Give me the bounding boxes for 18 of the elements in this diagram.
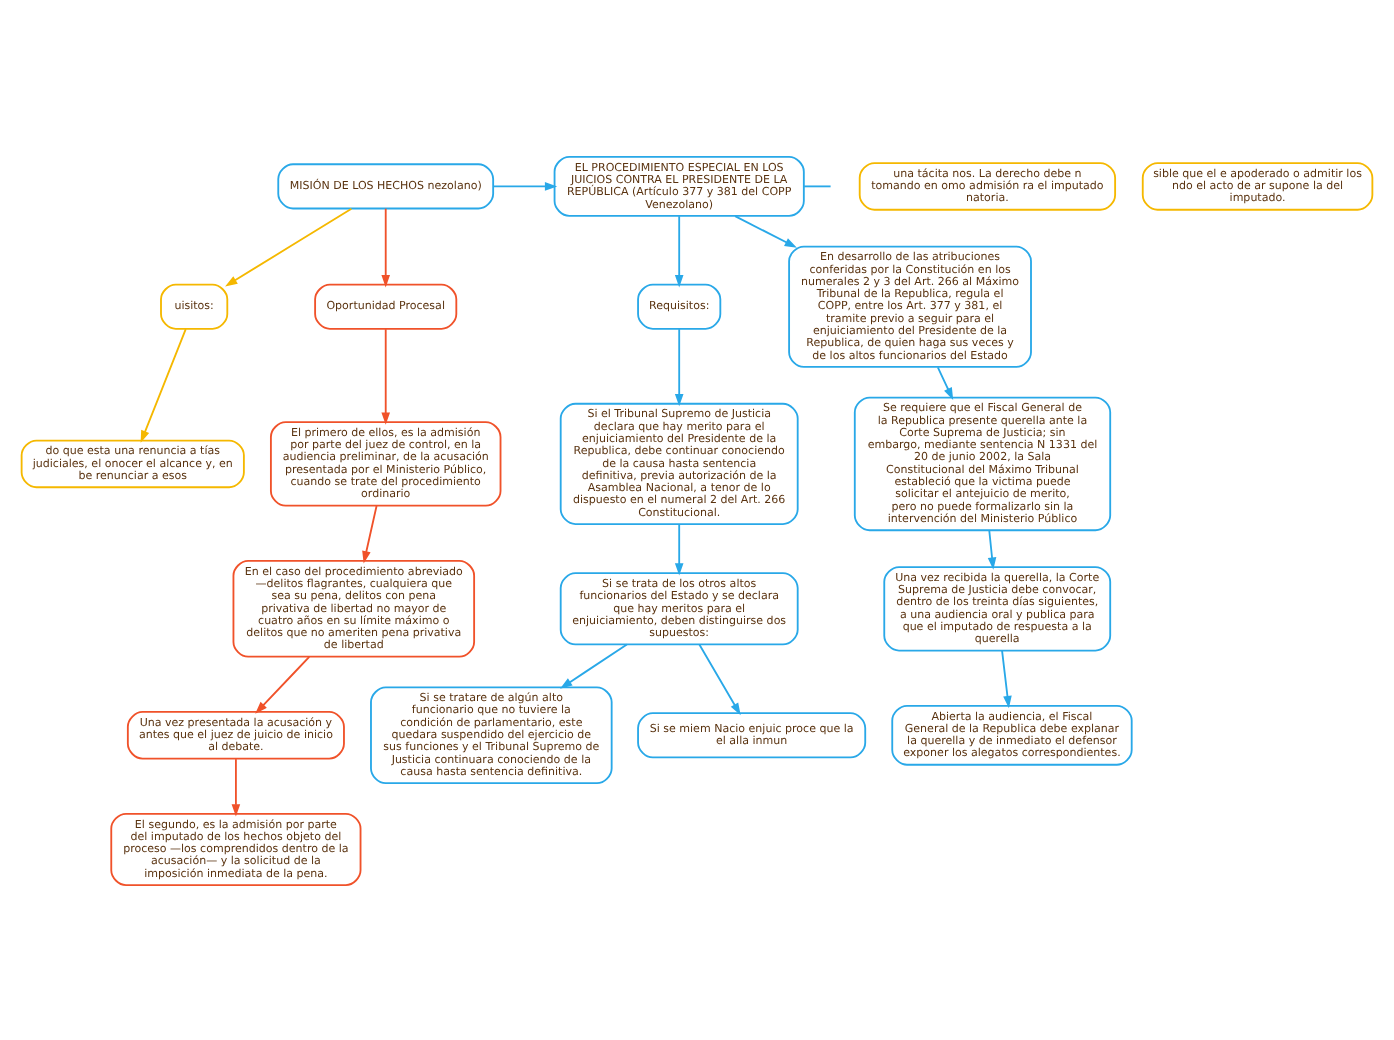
arrow	[255, 655, 311, 713]
arrow	[698, 642, 741, 715]
arrow	[231, 757, 241, 816]
arrow	[362, 504, 378, 563]
arrow	[381, 327, 390, 424]
arrow	[1001, 648, 1012, 708]
arrow	[381, 206, 390, 287]
connector	[803, 184, 832, 187]
arrow	[936, 365, 954, 400]
arrow	[674, 214, 684, 287]
arrow	[987, 528, 997, 569]
arrow	[674, 522, 684, 575]
arrow	[734, 214, 797, 247]
arrow	[140, 327, 187, 442]
arrow	[492, 181, 558, 190]
arrow	[560, 642, 628, 688]
arrow	[674, 327, 684, 406]
arrow	[225, 206, 353, 286]
